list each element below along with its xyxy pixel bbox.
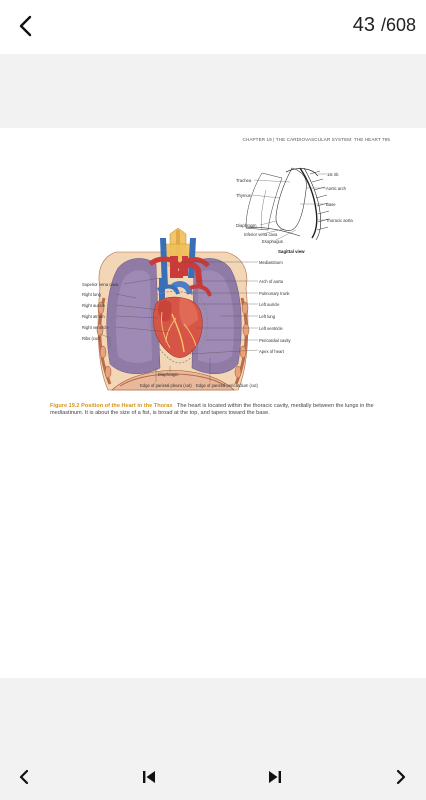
frontal-label-apex-of-heart: Apex of heart xyxy=(259,349,285,354)
frontal-label-pulmonary-trunk: Pulmonary trunk xyxy=(259,291,290,296)
last-page-button[interactable] xyxy=(257,762,293,792)
skip-to-first-icon xyxy=(143,771,155,783)
page-gap-bottom xyxy=(0,678,426,800)
skip-to-last-icon xyxy=(269,771,281,783)
sagittal-label-thoracic-aorta: Thoracic aorta xyxy=(326,218,353,223)
first-page-button[interactable] xyxy=(131,762,167,792)
page-gap-top xyxy=(0,54,426,128)
frontal-view-illustration: Superior vena cava Right lung Right auri… xyxy=(82,227,292,391)
sagittal-label-inferior-vena-cava: Inferior vena cava xyxy=(244,232,278,237)
sagittal-view-illustration: Trachea Thymus Diaphragm Inferior vena c… xyxy=(236,167,353,254)
next-page-button[interactable] xyxy=(383,762,419,792)
figure-caption: Figure 19.2 Position of the Heart in the… xyxy=(50,403,380,417)
frontal-label-ribs-cut: Ribs (cut) xyxy=(82,336,101,341)
document-page[interactable]: CHAPTER 19 | THE CARDIOVASCULAR SYSTEM: … xyxy=(0,128,426,678)
frontal-label-left-ventricle: Left ventricle xyxy=(259,326,283,331)
frontal-label-right-ventricle: Right ventricle xyxy=(82,325,109,330)
frontal-label-arch-of-aorta: Arch of aorta xyxy=(259,279,284,284)
current-page-number: 43 xyxy=(352,14,375,36)
frontal-label-mediastinum: Mediastinum xyxy=(259,260,283,265)
sagittal-label-aortic-arch: Aortic arch xyxy=(326,186,347,191)
frontal-label-diaphragm: Diaphragm xyxy=(158,372,179,377)
frontal-label-edge-parietal-pericardium: Edge of parietal pericardium (cut) xyxy=(196,383,259,388)
sagittal-label-trachea: Trachea xyxy=(236,178,252,183)
sagittal-view-title: Sagittal view xyxy=(278,249,305,254)
frontal-label-edge-parietal-pleura: Edge of parietal pleura (cut) xyxy=(140,383,192,388)
sagittal-label-thymus: Thymus xyxy=(236,193,251,198)
back-button[interactable] xyxy=(8,8,44,44)
previous-page-button[interactable] xyxy=(6,762,42,792)
frontal-label-right-auricle: Right auricle xyxy=(82,303,106,308)
heart-thorax-figure: Trachea Thymus Diaphragm Inferior vena c… xyxy=(82,167,353,391)
frontal-label-pericardial-cavity: Pericardial cavity xyxy=(259,338,292,343)
page-counter: 43 /608 xyxy=(353,14,416,37)
sagittal-label-esophagus: Esophagus xyxy=(262,239,283,244)
top-bar: 43 /608 xyxy=(0,0,426,54)
frontal-label-left-auricle: Left auricle xyxy=(259,302,280,307)
chevron-left-icon xyxy=(19,15,32,37)
running-head: CHAPTER 19 | THE CARDIOVASCULAR SYSTEM: … xyxy=(242,137,390,142)
sagittal-label-1st-rib: 1st rib xyxy=(327,172,339,177)
frontal-label-right-lung: Right lung xyxy=(82,292,102,297)
chevron-right-icon xyxy=(396,769,406,785)
sagittal-label-diaphragm: Diaphragm xyxy=(236,223,257,228)
frontal-label-right-atrium: Right atrium xyxy=(82,314,105,319)
total-pages: /608 xyxy=(380,15,416,35)
chevron-left-icon xyxy=(19,769,29,785)
bottom-navigation xyxy=(0,754,426,800)
figure-caption-title: Figure 19.2 Position of the Heart in the… xyxy=(50,403,173,409)
frontal-label-left-lung: Left lung xyxy=(259,314,276,319)
frontal-label-superior-vena-cava: Superior vena cava xyxy=(82,282,119,287)
sagittal-label-base: Base xyxy=(326,202,336,207)
figure-caption-text: The heart is located within the thoracic… xyxy=(50,403,374,416)
